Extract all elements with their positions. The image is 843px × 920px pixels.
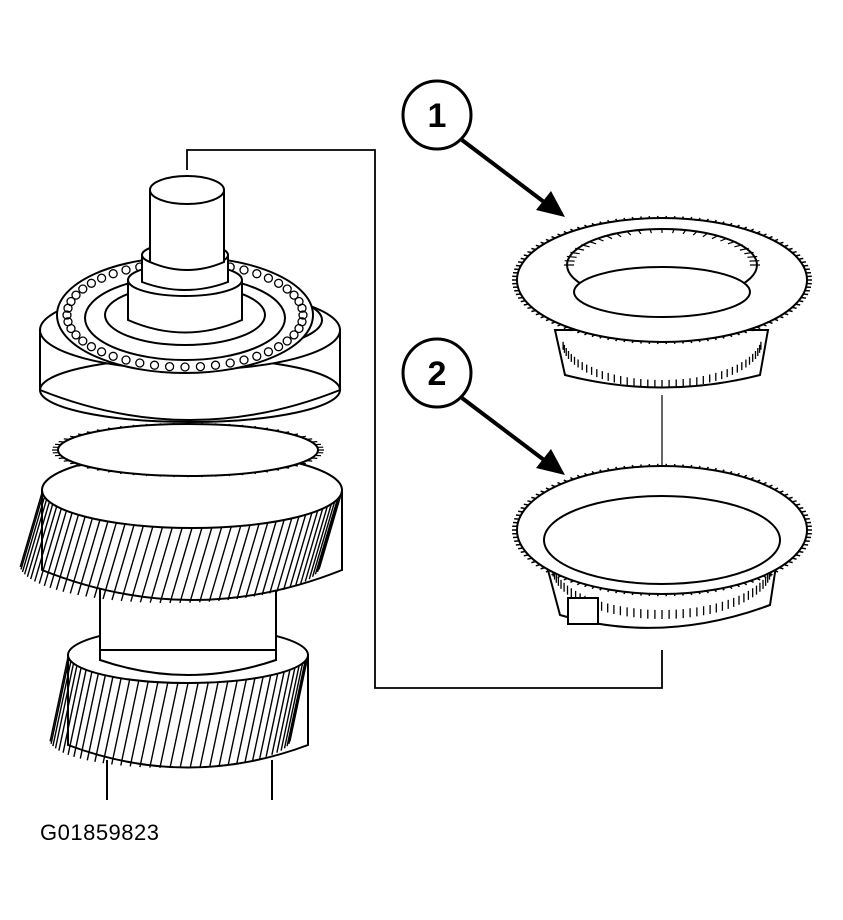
callout-2-label: 2: [428, 355, 447, 393]
callout-1: 1: [403, 81, 565, 217]
callout-2: 2: [403, 339, 565, 475]
callout-2-arrow-icon: [462, 398, 548, 463]
shaft-assembly-icon: [20, 176, 342, 800]
dog-teeth-ring-icon: [52, 423, 324, 477]
upper-ring-icon: [512, 216, 812, 388]
lower-ring-icon: [512, 464, 812, 628]
assembly-leader-line: [187, 150, 662, 688]
callout-1-label: 1: [428, 97, 447, 135]
callout-1-arrow-icon: [462, 140, 548, 205]
figure-id: G01859823: [40, 820, 160, 845]
